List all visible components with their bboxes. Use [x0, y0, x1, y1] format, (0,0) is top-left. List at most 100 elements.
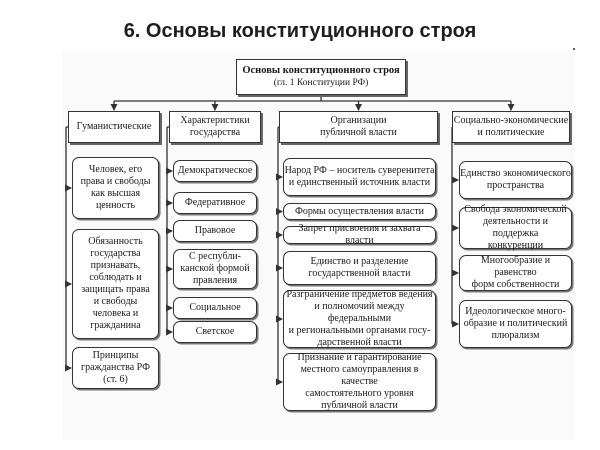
- branch-arrow-3-2: [452, 269, 459, 277]
- item-3-3-line: Идеологическое много-: [465, 306, 566, 317]
- branch-arrow-3-1: [452, 224, 459, 232]
- heading-arrow-1: [211, 104, 219, 111]
- heading-3-line: Социально-экономические: [453, 115, 569, 126]
- item-2-3-line: Единство и разделение: [310, 256, 409, 267]
- item-1-3-line: правления: [192, 275, 238, 286]
- branch-arrow-2-1: [276, 208, 283, 215]
- item-3-3-line: образие и политический: [463, 318, 568, 329]
- branch-arrow-1-0: [166, 167, 173, 175]
- item-1-5: Светское: [173, 321, 257, 343]
- root-subtitle: (гл. 1 Конституции РФ): [273, 78, 369, 88]
- item-2-1-text: Формы осуществления власти: [295, 206, 424, 218]
- item-3-0-line: пространства: [486, 180, 545, 191]
- item-2-2: Запрет присвоения и захвата власти: [283, 223, 436, 247]
- item-0-0-line: ценность: [95, 200, 136, 211]
- branch-arrow-3-0: [452, 176, 459, 184]
- heading-arrow-3: [507, 104, 515, 111]
- heading-2-line: публичной власти: [320, 127, 397, 138]
- heading-2-line: Организации: [330, 115, 387, 126]
- item-3-3-text: Идеологическое много-образие и политичес…: [464, 306, 568, 342]
- item-1-2-text: Правовое: [195, 225, 236, 237]
- item-3-1-line: деятельности и поддержка: [482, 216, 549, 239]
- branch-arrow-1-2: [166, 227, 173, 235]
- branch-arrow-2-4: [276, 315, 283, 323]
- item-2-0-line: Народ РФ – носитель суверенитета: [284, 165, 435, 176]
- item-1-5-line: Светское: [195, 326, 235, 337]
- heading-0-line: Гуманистические: [76, 121, 152, 132]
- item-2-2-text: Запрет присвоения и захвата власти: [284, 223, 435, 247]
- item-1-0: Демократическое: [173, 160, 257, 182]
- heading-1-line: Характеристики: [180, 115, 250, 126]
- item-3-2-line: форм собственности: [471, 279, 560, 290]
- heading-0: Гуманистические: [68, 111, 160, 143]
- item-1-2-line: Правовое: [194, 225, 236, 236]
- heading-arrow-0: [110, 104, 118, 111]
- branch-arrow-2-5: [276, 378, 283, 386]
- heading-3-line: и политические: [477, 127, 545, 138]
- corner-mark: [573, 48, 575, 50]
- branch-arrow-0-0: [65, 184, 72, 192]
- item-2-5-line: публичной власти: [321, 400, 398, 411]
- item-3-3: Идеологическое много-образие и политичес…: [459, 300, 572, 348]
- item-1-4: Социальное: [173, 297, 257, 319]
- item-1-0-text: Демократическое: [178, 165, 253, 177]
- item-0-1-line: государства: [90, 248, 141, 259]
- page-title: 6. Основы конституционного строя: [123, 20, 477, 42]
- branch-arrow-2-3: [276, 264, 283, 272]
- item-0-1-line: человека и: [92, 308, 139, 319]
- item-1-4-line: Социальное: [189, 302, 241, 313]
- item-0-1-line: Обязанность: [88, 236, 143, 247]
- item-0-2-line: гражданства РФ: [81, 362, 150, 373]
- item-2-5-line: местного самоуправления в качестве: [300, 364, 419, 387]
- item-0-1-line: защищать права: [81, 284, 150, 295]
- item-2-4-line: и полномочий между федеральными: [314, 301, 405, 324]
- item-0-2-line: (ст. 6): [103, 374, 128, 385]
- root-box: Основы конституционного строя(гл. 1 Конс…: [236, 59, 406, 95]
- item-2-1: Формы осуществления власти: [283, 203, 436, 220]
- item-3-1-line: конкуренции: [487, 240, 544, 251]
- item-0-1-line: гражданина: [90, 320, 141, 331]
- item-1-0-line: Демократическое: [177, 165, 253, 176]
- item-1-3-line: канской формой: [180, 263, 250, 274]
- item-0-1-line: и свободы: [93, 296, 138, 307]
- branch-arrow-1-4: [166, 304, 173, 312]
- branch-arrow-2-2: [276, 231, 283, 239]
- item-0-1-line: соблюдать и: [89, 272, 142, 283]
- item-3-3-line: плюрализм: [491, 330, 540, 341]
- item-1-1-text: Федеративное: [185, 197, 245, 209]
- item-2-2-line: Запрет присвоения и захвата власти: [298, 223, 421, 246]
- item-0-0-line: права и свободы: [80, 176, 151, 187]
- item-2-1-line: Формы осуществления власти: [294, 205, 425, 217]
- item-2-0-line: и единственный источник власти: [288, 177, 431, 188]
- root-box-text: Основы конституционного строя(гл. 1 Конс…: [242, 65, 399, 89]
- heading-1-line: государства: [189, 127, 241, 138]
- item-2-4-line: дарственной власти: [317, 337, 402, 348]
- item-2-4-line: и региональными органами госу-: [288, 325, 431, 336]
- item-0-0-line: как высшая: [90, 188, 141, 199]
- item-2-5-line: самостоятельного уровня: [305, 388, 414, 399]
